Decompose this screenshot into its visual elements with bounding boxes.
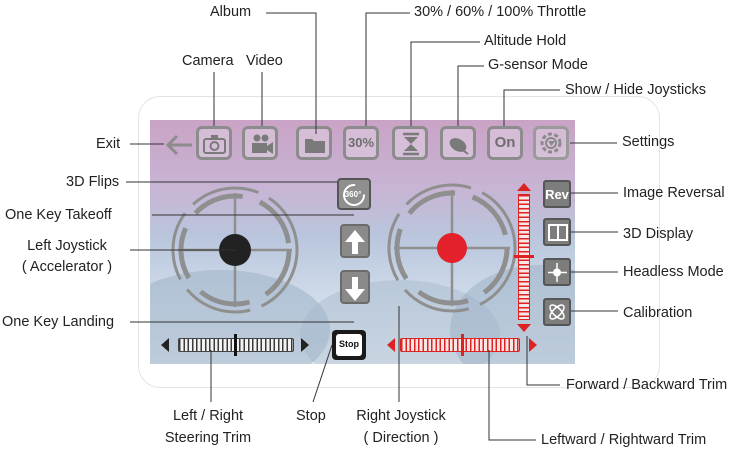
label-lr-trim: Leftward / Rightward Trim	[541, 432, 707, 448]
stop-button-label: Stop	[339, 339, 359, 349]
g-sensor-button[interactable]	[440, 126, 476, 160]
label-headless-mode: Headless Mode	[623, 264, 724, 280]
video-icon	[252, 134, 273, 154]
label-stop: Stop	[296, 408, 326, 424]
arrow-down-icon	[345, 277, 365, 301]
joystick-toggle-value: On	[494, 134, 516, 151]
flip-label: 360°	[344, 190, 362, 199]
label-exit: Exit	[96, 136, 121, 152]
calibration-icon	[549, 304, 565, 320]
label-left-joystick: Left Joystick	[27, 238, 107, 254]
rev-label: Rev	[545, 187, 569, 202]
label-3d-display: 3D Display	[623, 226, 694, 242]
album-button[interactable]	[296, 126, 332, 160]
takeoff-button[interactable]	[340, 224, 370, 258]
flip-360-icon	[343, 184, 365, 206]
label-image-reversal: Image Reversal	[623, 185, 725, 201]
label-calibration: Calibration	[623, 305, 693, 321]
lr-trim-indicator	[461, 334, 464, 356]
label-forward-backward-trim: Forward / Backward Trim	[566, 377, 728, 393]
fb-trim-down-arrow-icon[interactable]	[515, 321, 533, 335]
label-show-hide-joysticks: Show / Hide Joysticks	[565, 82, 707, 98]
right-joystick[interactable]	[384, 180, 520, 316]
settings-gear-icon	[540, 132, 562, 154]
label-g-sensor: G-sensor Mode	[488, 57, 588, 73]
label-right-joystick: Right Joystick	[356, 408, 446, 424]
camera-icon	[203, 135, 226, 154]
fb-trim-up-arrow-icon[interactable]	[515, 180, 533, 194]
label-3d-flips: 3D Flips	[66, 174, 120, 190]
altitude-hold-button[interactable]	[392, 126, 428, 160]
camera-button[interactable]	[196, 126, 232, 160]
label-video: Video	[246, 53, 283, 69]
label-one-key-takeoff: One Key Takeoff	[5, 207, 112, 223]
fb-trim-indicator	[514, 255, 534, 258]
steering-trim-indicator	[234, 334, 237, 356]
stop-button[interactable]: Stop	[332, 330, 366, 360]
landing-button[interactable]	[340, 270, 370, 304]
back-arrow-icon[interactable]	[164, 134, 194, 156]
throttle-button[interactable]: 30%	[343, 126, 379, 160]
headless-crosshair-icon	[548, 263, 567, 282]
g-sensor-icon	[449, 138, 469, 155]
lr-trim-right-arrow-icon[interactable]	[526, 336, 540, 354]
image-reversal-button[interactable]: Rev	[543, 180, 571, 208]
altitude-hold-icon	[403, 132, 419, 156]
label-steering-trim-1: Left / Right	[172, 408, 244, 424]
label-right-joystick-sub: ( Direction )	[363, 430, 439, 446]
right-joystick-knob[interactable]	[437, 233, 467, 263]
lr-trim-left-arrow-icon[interactable]	[384, 336, 398, 354]
joystick-toggle-button[interactable]: On	[487, 126, 523, 160]
label-throttle: 30% / 60% / 100% Throttle	[414, 4, 587, 20]
steering-trim-left-arrow-icon[interactable]	[158, 336, 172, 354]
label-one-key-landing: One Key Landing	[2, 314, 115, 330]
arrow-up-icon	[345, 230, 365, 254]
throttle-value: 30%	[347, 135, 375, 150]
calibration-button[interactable]	[543, 298, 571, 326]
3d-display-button[interactable]	[543, 218, 571, 246]
label-altitude-hold: Altitude Hold	[484, 33, 567, 49]
label-settings: Settings	[622, 134, 675, 150]
album-icon	[305, 139, 325, 153]
steering-trim-right-arrow-icon[interactable]	[298, 336, 312, 354]
settings-button[interactable]	[533, 126, 569, 160]
lr-trim-bar[interactable]	[400, 338, 520, 352]
headless-mode-button[interactable]	[543, 258, 571, 286]
label-album: Album	[210, 4, 252, 20]
label-camera: Camera	[182, 53, 234, 69]
label-steering-trim-2: Steering Trim	[164, 430, 252, 446]
label-left-joystick-sub: ( Accelerator )	[21, 259, 113, 275]
flip-button[interactable]: 360°	[337, 178, 371, 210]
video-button[interactable]	[242, 126, 278, 160]
split-screen-icon	[548, 224, 568, 241]
